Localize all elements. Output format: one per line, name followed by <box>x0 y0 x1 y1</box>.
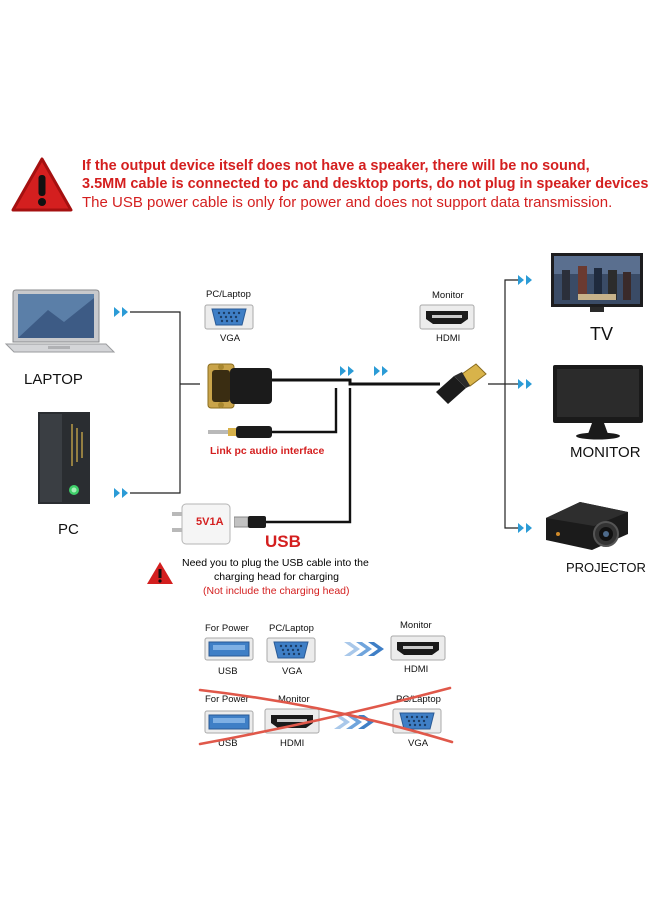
adapter-label: 5V1A <box>196 516 224 528</box>
device-label-monitor: MONITOR <box>570 444 641 461</box>
monitor-image <box>553 365 643 440</box>
correct-hdmi-caption-bottom: HDMI <box>404 664 429 675</box>
charging-note-line-2: charging head for charging <box>214 571 339 583</box>
warning-small-icon <box>147 562 173 584</box>
arrow-icon-pc <box>114 488 128 498</box>
correct-usb-caption-top: For Power <box>205 623 249 634</box>
vga-connector-image <box>207 363 272 409</box>
wrong-hdmi-caption-top: Monitor <box>278 694 310 705</box>
vga-port-icon <box>204 304 254 330</box>
arrow-icon-tv <box>518 275 532 285</box>
warning-triangle-icon <box>11 157 73 212</box>
usb-power-adapter-image <box>172 503 231 545</box>
correct-usb-caption-bottom: USB <box>218 666 238 677</box>
hdmi-caption-top: Monitor <box>432 290 464 301</box>
wrong-vga-caption-top: PC/Laptop <box>396 694 441 705</box>
usb-port-icon <box>204 710 254 734</box>
arrow-icon-monitor <box>518 379 532 389</box>
usb-label: USB <box>265 532 301 551</box>
vga-caption-bottom: VGA <box>220 333 241 344</box>
audio-jack-image <box>208 426 272 438</box>
projector-image <box>546 502 628 550</box>
device-label-pc: PC <box>58 521 79 538</box>
correct-hdmi-caption-top: Monitor <box>400 620 432 631</box>
vga-port-icon <box>392 708 442 734</box>
device-label-projector: PROJECTOR <box>566 560 646 575</box>
arrow-icon-cable-1 <box>340 366 354 376</box>
warning-line-3: The USB power cable is only for power an… <box>82 194 613 211</box>
hdmi-caption-bottom: HDMI <box>436 333 461 344</box>
vga-caption-top: PC/Laptop <box>206 289 251 300</box>
device-label-laptop: LAPTOP <box>24 371 83 388</box>
tv-image <box>551 253 643 312</box>
wrong-hdmi-caption-bottom: HDMI <box>280 738 305 749</box>
warning-line-2: 3.5MM cable is connected to pc and deskt… <box>82 176 649 192</box>
charging-note-line-1: Need you to plug the USB cable into the <box>182 557 369 569</box>
audio-interface-label: Link pc audio interface <box>210 445 325 457</box>
wrong-usb-caption-bottom: USB <box>218 738 238 749</box>
hdmi-connector-image <box>436 363 487 404</box>
arrow-icon-laptop <box>114 307 128 317</box>
desktop-pc-image <box>38 412 90 504</box>
correct-vga-caption-bottom: VGA <box>282 666 303 677</box>
device-label-tv: TV <box>590 324 614 344</box>
laptop-image <box>4 289 116 353</box>
vga-port-icon <box>266 637 316 663</box>
usb-plug-image <box>234 516 266 528</box>
double-arrow-icon <box>344 642 384 656</box>
arrow-icon-cable-2 <box>374 366 388 376</box>
warning-line-1: If the output device itself does not hav… <box>82 158 590 174</box>
correct-vga-caption-top: PC/Laptop <box>269 623 314 634</box>
usb-port-icon <box>204 637 254 661</box>
hdmi-port-icon <box>390 635 446 661</box>
wrong-vga-caption-bottom: VGA <box>408 738 429 749</box>
hdmi-port-icon <box>419 304 475 330</box>
arrow-icon-projector <box>518 523 532 533</box>
wrong-usb-caption-top: For Power <box>205 694 249 705</box>
charging-note-line-3: (Not include the charging head) <box>203 585 350 597</box>
